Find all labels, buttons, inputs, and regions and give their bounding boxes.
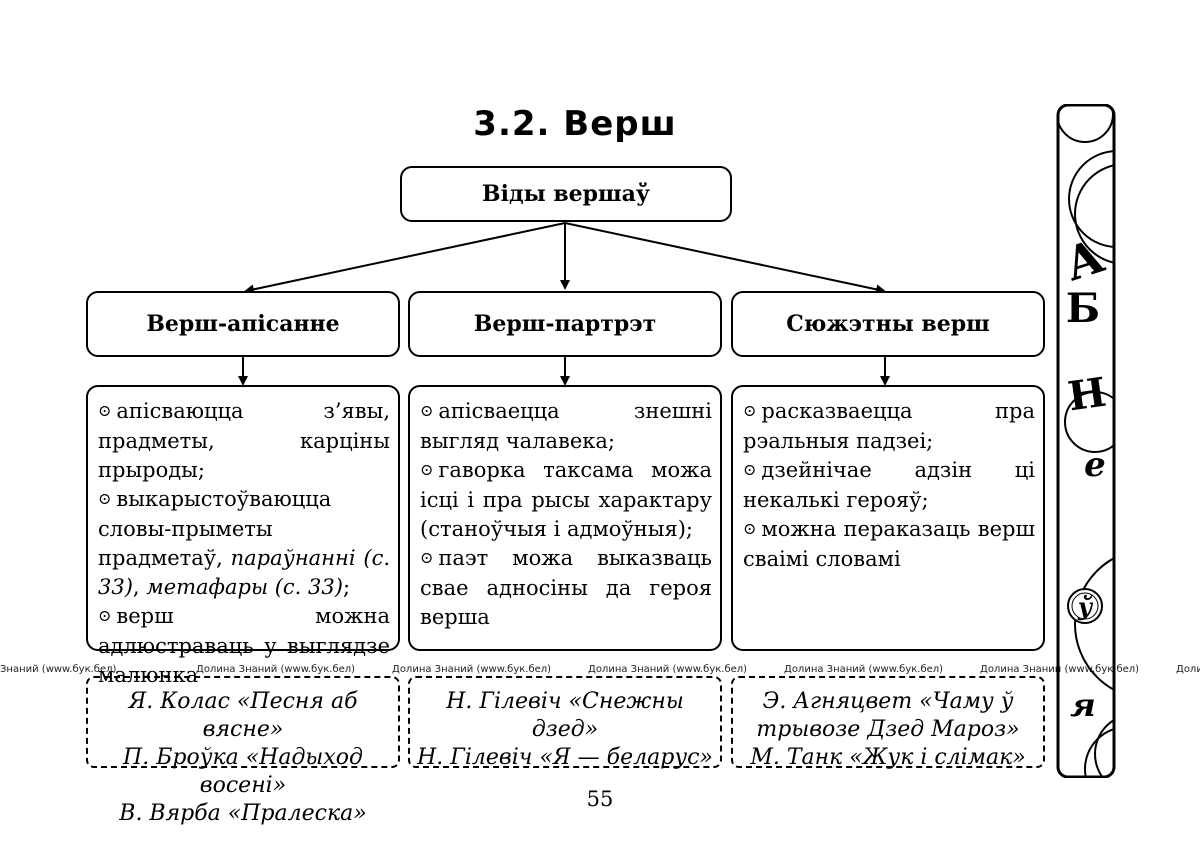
arrow-root-right [564, 222, 886, 295]
page-number: 55 [586, 787, 614, 811]
watermark-text: Долина Знаний [1176, 664, 1200, 675]
feature-item: ⊙гаворка таксама можа ісці і пра рысы ха… [420, 456, 712, 544]
feature-item: ⊙верш можна адлюстраваць у выглядзе малю… [98, 602, 390, 690]
example-work: В. Вярба «Пралеска» [119, 801, 367, 826]
feature-item: ⊙апісваюцца з’явы, прадметы, карціны пры… [98, 397, 390, 485]
category-label: Верш-апісанне [146, 311, 340, 337]
bullet-icon: ⊙ [420, 401, 434, 420]
feature-item: ⊙выкарыстоўваюцца словы-прыметы прадмета… [98, 485, 390, 602]
feature-item: ⊙можна пераказаць верш сваімі словамі [743, 515, 1035, 574]
feature-text: расказваецца пра рэальныя падзеі; [743, 399, 1035, 453]
watermark-strip: Знаний (www.бук.бел) Долина Знаний (www.б… [0, 664, 1200, 675]
bullet-icon: ⊙ [743, 460, 757, 479]
bullet-icon: ⊙ [743, 519, 757, 538]
example-work: Я. Колас «Песня аб вясне» [128, 689, 358, 742]
watermark-text: Знаний (www.бук.бел) [0, 664, 117, 675]
root-box: Віды вершаў [400, 166, 732, 222]
feature-text: дзейнічае адзін ці некалькі герояў; [743, 458, 1035, 512]
examples-box-plot: Э. Агняцвет «Чаму ў трывозе Дзед Мароз» М… [731, 676, 1045, 770]
feature-item: ⊙апісваецца знешні выгляд чалавека; [420, 397, 712, 456]
bullet-icon: ⊙ [98, 401, 112, 420]
watermark-text: Долина Знаний (www.бук.бел) [392, 664, 552, 675]
feature-text: гаворка таксама можа ісці і пра рысы хар… [420, 458, 712, 541]
category-box-description: Верш-апісанне [86, 291, 400, 357]
alphabet-side-strip: А Б Н е ў я [1056, 104, 1116, 778]
feature-item: ⊙дзейнічае адзін ці некалькі герояў; [743, 456, 1035, 515]
features-box-description: ⊙апісваюцца з’явы, прадметы, карціны пры… [86, 385, 400, 687]
side-letter: Б [1066, 285, 1100, 332]
features-box-portrait: ⊙апісваецца знешні выгляд чалавека;⊙гаво… [408, 385, 722, 651]
feature-text: ; [342, 575, 351, 599]
side-letter: е [1084, 445, 1106, 485]
feature-text: можна пераказаць верш сваімі словамі [743, 517, 1035, 571]
bullet-icon: ⊙ [743, 401, 757, 420]
category-box-plot: Сюжэтны верш [731, 291, 1045, 357]
feature-text: , [132, 575, 147, 599]
feature-item: ⊙расказваецца пра рэальныя падзеі; [743, 397, 1035, 456]
side-letter: А [1058, 228, 1111, 291]
side-letter: Н [1065, 369, 1109, 421]
watermark-text: Долина Знаний (www.бук.бел) [196, 664, 356, 675]
page-title: 3.2. Верш [473, 104, 677, 144]
root-label: Віды вершаў [482, 181, 650, 207]
watermark-text: Долина Знаний (www.бук.бел) [588, 664, 748, 675]
bullet-icon: ⊙ [420, 460, 434, 479]
feature-text: выкарыстоўваюцца словы-прыметы прадметаў… [98, 487, 332, 570]
features-box-plot: ⊙расказваецца пра рэальныя падзеі;⊙дзейн… [731, 385, 1045, 651]
category-box-portrait: Верш-партрэт [408, 291, 722, 357]
example-work: Э. Агняцвет «Чаму ў трывозе Дзед Мароз» [756, 689, 1020, 742]
bullet-icon: ⊙ [98, 606, 112, 625]
example-work: П. Броўка «Надыход восені» [123, 745, 363, 798]
arrow-root-left [244, 222, 566, 295]
side-letter-circle [1067, 588, 1103, 624]
watermark-text: Долина Знаний (www.бук.бел) [980, 664, 1140, 675]
category-label: Сюжэтны верш [786, 311, 990, 337]
feature-text: верш можна адлюстраваць у выглядзе малюн… [98, 604, 390, 687]
feature-text: апісваюцца з’явы, прадметы, карціны прыр… [98, 399, 390, 482]
category-label: Верш-партрэт [473, 311, 657, 337]
examples-box-portrait: Н. Гілевіч «Снежны дзед» Н. Гілевіч «Я — … [408, 676, 722, 770]
side-letter: я [1070, 686, 1095, 724]
examples-box-description: Я. Колас «Песня аб вясне»П. Броўка «Нады… [86, 676, 400, 826]
term-reference: параўнанні (с. 33) [98, 546, 391, 599]
watermark-text: Долина Знаний (www.бук.бел) [784, 664, 944, 675]
example-work: Н. Гілевіч «Снежны дзед» [446, 689, 684, 742]
feature-text: апісваецца знешні выгляд чалавека; [420, 399, 712, 453]
example-work: Н. Гілевіч «Я — беларус» [417, 745, 713, 770]
term-reference: метафары (с. 33) [146, 575, 343, 599]
feature-text: паэт можа выказваць свае адносіны да гер… [420, 546, 712, 629]
bullet-icon: ⊙ [420, 548, 434, 567]
feature-item: ⊙паэт можа выказваць свае адносіны да ге… [420, 544, 712, 632]
side-letter: ў [1077, 592, 1094, 621]
bullet-icon: ⊙ [98, 489, 112, 508]
example-work: М. Танк «Жук і слімак» [750, 745, 1026, 770]
